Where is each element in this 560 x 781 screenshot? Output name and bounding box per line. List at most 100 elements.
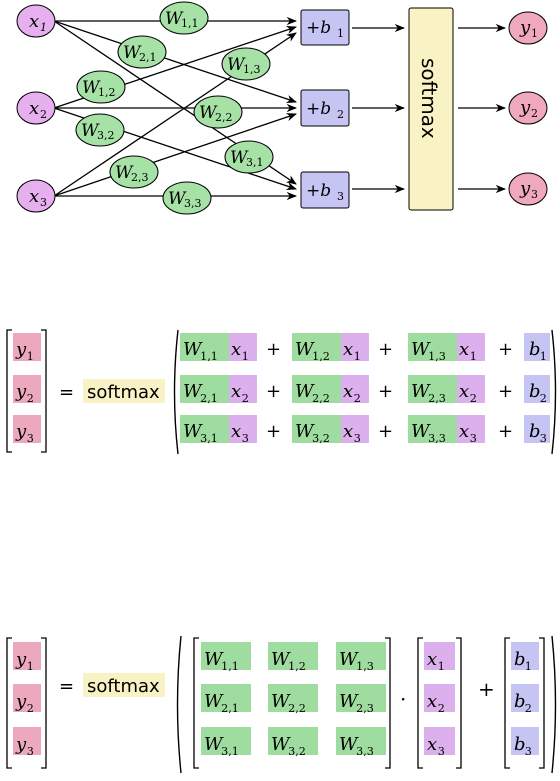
right-paren [551,329,557,455]
bias-cell [524,415,550,443]
x-3-symbol: x [231,421,241,442]
w-2-1: W2,1 [183,381,218,405]
weight-cell [336,727,386,755]
w-2-1: W2,1 [204,691,239,715]
x-2-symbol: x [459,381,469,402]
w-1-2-subscript: 1,2 [288,660,306,673]
w-2-1-subscript: 2,1 [200,392,218,405]
w-2-2-subscript: 2,2 [312,392,330,405]
x-2-subscript: 2 [438,702,445,715]
y-2-subscript: 2 [27,702,34,715]
w-1-1-symbol: W [183,339,203,360]
weight-cell [408,415,457,443]
dot-operator: · [400,687,406,711]
weight-cell [180,375,229,403]
softmax-label-bg [83,673,165,697]
output-node-2: y 2 [508,91,548,125]
weight-cell [201,727,251,755]
w-3-1-subscript: 3,1 [200,432,218,445]
x-1-subscript: 1 [470,350,477,363]
y-vector-right-bracket [41,637,47,769]
bias-cell [524,333,550,361]
weight-label: W [165,9,184,29]
w-2-3-subscript: 2,3 [428,392,446,405]
weight-subscript: 2,3 [131,171,149,184]
w-2-2-symbol: W [271,691,291,712]
y-cell [13,333,41,361]
weight-node-3-2: W3,2 [75,113,125,147]
x-1-symbol: x [231,339,241,360]
x-1-subscript: 1 [438,660,445,673]
weight-label: W [199,103,218,123]
weight-subscript: 3,2 [97,129,115,142]
b-2-symbol: b [514,691,526,712]
weight-subscript: 3,1 [246,156,264,169]
w-1-1: W1,1 [183,339,218,363]
x-cell [229,333,257,361]
y-3-symbol: y [15,734,27,755]
w-matrix-right-bracket [385,637,391,769]
softmax-label: softmax [87,676,160,697]
w-3-1-symbol: W [204,734,224,755]
w-1-2: W1,2 [295,339,330,363]
weight-node-1-2: W1,2 [76,70,126,104]
weight-cell [201,642,251,670]
y-3-symbol: y [15,421,27,442]
weight-node-2-3: W2,3 [109,155,159,189]
weight-subscript: 1,3 [243,63,261,76]
w-3-1-subscript: 3,1 [221,745,239,758]
softmax-box-label: softmax [417,58,441,139]
y-1-symbol: y [15,649,27,670]
w-1-3-symbol: W [339,649,359,670]
w-2-1-symbol: W [183,381,203,402]
w-1-3: W1,3 [339,649,374,673]
y-vector-left-bracket [6,329,12,453]
weight-label: W [123,43,142,63]
equals-sign: = [59,676,74,697]
y-cell [13,684,41,712]
w-2-2: W2,2 [295,381,330,405]
y-cell [13,375,41,403]
w-2-2: W2,2 [271,691,306,715]
b-1-symbol: b [514,649,526,670]
bias-cell [524,375,550,403]
b-vector-left-bracket [504,637,510,769]
b-3-subscript: 3 [540,432,547,445]
weight-subscript: 1,2 [98,86,116,99]
svg-text:2: 2 [531,107,538,120]
svg-text:y: y [519,17,531,38]
left-paren [173,329,179,455]
bias-cell [511,727,539,755]
svg-text:2: 2 [40,108,47,121]
w-1-1-symbol: W [204,649,224,670]
bias-cell [511,642,539,670]
bias-node-2: +b 2 [300,89,350,127]
y-3-subscript: 3 [27,432,34,445]
x-cell [229,415,257,443]
w-2-2-subscript: 2,2 [288,702,306,715]
softmax-label-bg [83,379,165,403]
plus-sign: + [378,421,393,442]
weight-node-1-3: W1,3 [221,47,271,81]
svg-text:1: 1 [531,27,538,40]
x-1-symbol: x [459,339,469,360]
y-3-subscript: 3 [27,745,34,758]
plus-sign: + [266,339,281,360]
y-cell [13,415,41,443]
x-cell [457,415,485,443]
softmax-box: softmax [408,7,454,211]
x-cell [341,375,369,403]
x-2-subscript: 2 [242,392,249,405]
y-vector-right-bracket [41,329,47,453]
